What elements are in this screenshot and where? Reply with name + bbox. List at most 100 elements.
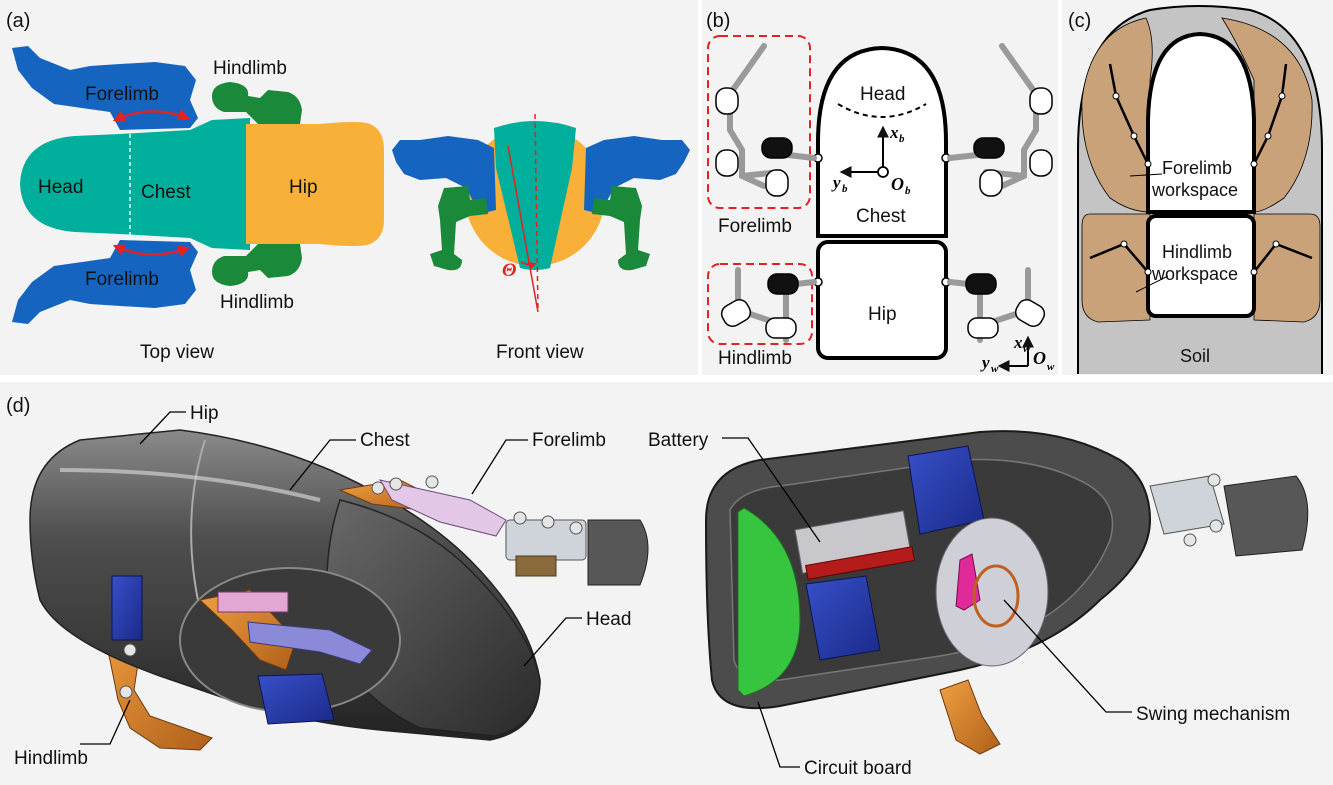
panel-a: (a) Forelimb Forelimb Hindlimb Hindlimb … [6, 10, 690, 363]
left-hindlimb-bolt [123, 643, 137, 657]
label-hindlimb-bottom: Hindlimb [220, 292, 294, 313]
label-forelimb-ws-1: Forelimb [1162, 158, 1232, 178]
right-hindlimb-joints [965, 273, 1046, 339]
panel-d-tag: (d) [6, 395, 30, 417]
label-yw-sub: w [991, 363, 999, 375]
left-shell-highlight [59, 468, 321, 502]
callout-circuit-board: Circuit board [804, 758, 912, 779]
left-forelimb-joints [715, 87, 793, 197]
callout-swing-mechanism: Swing mechanism [1136, 704, 1290, 725]
right-red-bracket [805, 546, 915, 580]
label-forelimb-bottom: Forelimb [85, 269, 159, 290]
forelimb-workspace-left [1081, 17, 1153, 213]
schematic-hip [816, 240, 948, 360]
right-forelimb-assembly [1149, 473, 1309, 557]
panel-b-tag: (b) [706, 10, 730, 32]
hindlimb-bottom-shape [212, 244, 302, 286]
forelimb-top-shape [12, 46, 198, 130]
theta-arc [520, 261, 537, 270]
label-ob: O [891, 174, 904, 194]
callout-head: Head [586, 609, 631, 630]
forelimb-bottom-shape [12, 240, 198, 324]
schematic-label-chest: Chest [856, 206, 906, 227]
label-xw-sub: w [1023, 343, 1031, 355]
panel-c: (c) [1068, 5, 1323, 374]
left-forelimb-linkage [727, 43, 817, 189]
callout-hip: Hip [190, 403, 219, 424]
callout-forelimb: Forelimb [532, 430, 606, 451]
label-hindlimb-ws-1: Hindlimb [1162, 242, 1232, 262]
forelimb-workspace-right [1221, 17, 1313, 213]
left-hindlimb-joints [720, 273, 799, 339]
hindlimb-ws-leader [1135, 275, 1169, 293]
label-xw: x [1013, 333, 1023, 352]
hindlimb-workspace-left [1081, 213, 1151, 323]
workspace-body-hip [1146, 214, 1256, 318]
top-view-robot [12, 46, 384, 324]
right-orange-ring [972, 564, 1020, 628]
left-purple-link [247, 621, 373, 665]
forelimb-group-box [707, 35, 811, 209]
left-pink-plate [217, 591, 289, 613]
swing-arrow-top [112, 109, 191, 122]
right-hindlimb-part [939, 679, 1001, 755]
left-blue-motor [257, 673, 335, 725]
panel-d: (d) [6, 395, 1309, 768]
left-side-motor [111, 575, 143, 641]
forelimb-ws-leader [1129, 173, 1163, 177]
body-frame-origin [877, 166, 889, 178]
front-hindlimb-right [592, 186, 650, 271]
schematic-label-hindlimb: Hindlimb [718, 348, 792, 369]
front-tilt-line [507, 145, 539, 313]
front-vertical-dashed [534, 113, 539, 313]
robot-render-left [29, 429, 649, 751]
label-yw: y [980, 353, 990, 372]
schematic-label-forelimb: Forelimb [718, 216, 792, 237]
panel-d-leaders [80, 411, 1132, 768]
label-top-view: Top view [140, 342, 214, 363]
label-chest: Chest [141, 182, 191, 203]
callout-hindlimb: Hindlimb [14, 748, 88, 769]
label-theta: Θ [502, 260, 517, 281]
label-ow: O [1033, 348, 1046, 368]
right-swing-disc [935, 517, 1049, 667]
hindlimb-group-box [707, 263, 813, 345]
callout-battery: Battery [648, 430, 709, 451]
hindlimb-workspace-right [1253, 213, 1321, 323]
head-chest-divider [837, 103, 927, 118]
hindlimb-top-shape [212, 82, 302, 124]
label-hindlimb-top: Hindlimb [213, 58, 287, 79]
label-forelimb-top: Forelimb [85, 84, 159, 105]
front-forelimb-right [584, 136, 690, 214]
head-chest-shape [20, 118, 250, 250]
right-blue-motor-bottom [805, 575, 881, 661]
front-hindlimb-left [430, 186, 488, 271]
right-green-board [737, 507, 801, 697]
panel-c-tag: (c) [1068, 10, 1091, 32]
label-hindlimb-ws-2: workspace [1151, 264, 1238, 284]
front-chest-shape [494, 121, 576, 270]
schematic-label-hip: Hip [868, 304, 897, 325]
front-forelimb-left [392, 136, 496, 214]
workspace-joint-dots [1112, 92, 1286, 276]
left-hindlimb-joint [119, 685, 133, 699]
label-yb: y [831, 173, 841, 192]
hip-shape [246, 122, 384, 246]
label-head: Head [38, 177, 83, 198]
callout-chest: Chest [360, 430, 410, 451]
label-xb: x [889, 123, 899, 142]
label-soil: Soil [1180, 346, 1210, 366]
label-yb-sub: b [842, 183, 848, 195]
left-forelimb-assembly [338, 475, 649, 586]
label-front-view: Front view [496, 342, 584, 363]
label-hip: Hip [289, 177, 318, 198]
right-forelimb-joints [973, 87, 1053, 197]
label-forelimb-ws-2: workspace [1151, 180, 1238, 200]
swing-arrow-bottom [112, 244, 191, 257]
label-ob-sub: b [905, 185, 911, 197]
workspace-body-head-chest [1146, 31, 1256, 214]
label-ow-sub: w [1047, 361, 1055, 373]
schematic-label-head: Head [860, 84, 905, 105]
label-xb-sub: b [899, 133, 905, 145]
